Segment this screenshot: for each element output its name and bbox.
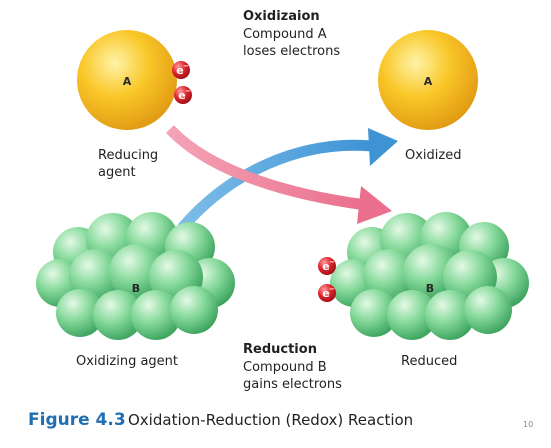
- compound-b-letter-right: B: [426, 282, 434, 295]
- oxidized-label: Oxidized: [405, 148, 462, 163]
- svg-text:e: e: [322, 260, 329, 273]
- arrow-pink: [165, 125, 392, 224]
- compound-a-sphere-right: [378, 30, 478, 130]
- svg-text:−: −: [329, 258, 335, 266]
- page-number: 10: [523, 420, 534, 429]
- electron-b-2: e −: [318, 284, 336, 302]
- oxidizing-agent-label: Oxidizing agent: [76, 354, 179, 369]
- electron-a-1: e −: [172, 61, 190, 79]
- figure-number: Figure 4.3: [28, 410, 126, 430]
- electron-b-1: e −: [318, 257, 336, 275]
- compound-a-letter-left: A: [123, 75, 132, 88]
- oxidation-line-1: Compound A: [243, 27, 327, 42]
- reduction-line-1: Compound B: [243, 360, 327, 375]
- arrow-blue: [177, 128, 398, 232]
- compound-a-letter-right: A: [424, 75, 433, 88]
- compound-b-cluster-left: [36, 212, 235, 340]
- reducing-agent-label-line-1: Reducing: [98, 148, 159, 163]
- svg-text:e: e: [176, 64, 183, 77]
- svg-text:−: −: [183, 62, 189, 70]
- svg-text:e: e: [322, 287, 329, 300]
- electron-a-2: e −: [174, 86, 192, 104]
- svg-text:−: −: [329, 285, 335, 293]
- svg-text:−: −: [185, 87, 191, 95]
- compound-a-sphere-left: [77, 30, 177, 130]
- reducing-agent-label-line-2: agent: [98, 165, 136, 180]
- compound-b-cluster-right: [330, 212, 529, 340]
- reduced-label: Reduced: [401, 354, 458, 369]
- compound-b-letter-left: B: [132, 282, 140, 295]
- reduction-line-2: gains electrons: [243, 377, 342, 392]
- oxidation-line-2: loses electrons: [243, 44, 341, 59]
- oxidation-heading: Oxidizaion: [243, 9, 320, 24]
- figure-title: Oxidation-Reduction (Redox) Reaction: [128, 411, 414, 429]
- svg-text:e: e: [178, 89, 185, 102]
- reduction-heading: Reduction: [243, 342, 317, 357]
